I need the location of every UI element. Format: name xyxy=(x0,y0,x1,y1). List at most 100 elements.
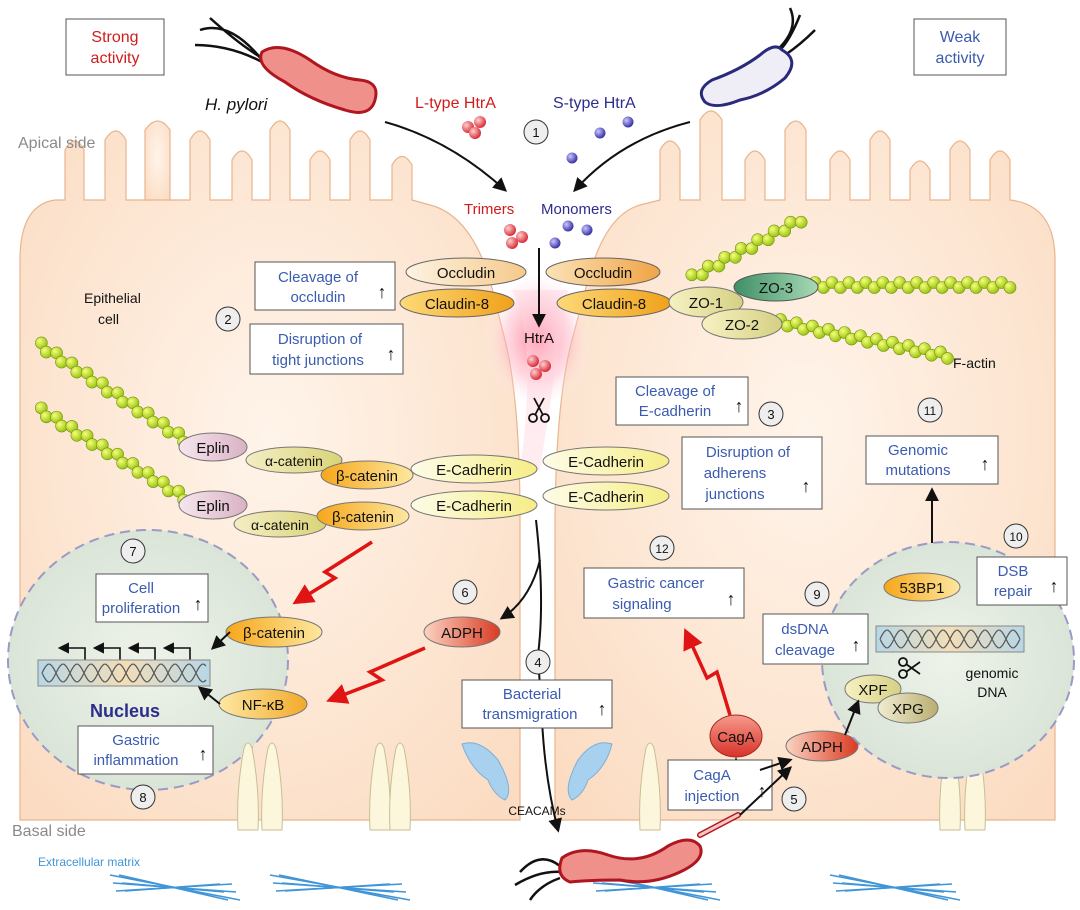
svg-text:53BP1: 53BP1 xyxy=(899,580,944,597)
svg-text:↑: ↑ xyxy=(194,594,203,614)
arrow-nfkb-to-dna xyxy=(197,686,221,705)
occludin-right: Occludin xyxy=(545,257,661,287)
arrow-adph-to-xpf xyxy=(844,699,861,736)
53bp1: 53BP1 xyxy=(883,572,961,602)
nucleus-label: Nucleus xyxy=(90,701,160,721)
beta-catenin-lower: β-catenin xyxy=(316,501,410,531)
genomic-mutations-box: Genomic mutations ↑ xyxy=(865,435,999,485)
svg-text:E-Cadherin: E-Cadherin xyxy=(568,454,644,471)
svg-text:3: 3 xyxy=(767,407,774,422)
eplin-lower: Eplin xyxy=(178,490,248,520)
h-pylori-strong-bacterium xyxy=(194,17,378,114)
svg-text:Bacterial: Bacterial xyxy=(503,686,561,703)
monomer-cluster xyxy=(549,220,593,249)
left-dna-strand xyxy=(37,659,211,687)
arrow-strong-to-trimers xyxy=(384,121,508,192)
s-type-htra-label: S-type HtrA xyxy=(553,95,636,112)
htra-trimer-channel xyxy=(527,355,551,380)
strong-label-2: activity xyxy=(91,50,140,67)
adph-right: ADPH xyxy=(785,730,859,762)
caga-injection-box: CagA injection ↑ xyxy=(667,759,773,811)
svg-text:ZO-3: ZO-3 xyxy=(759,280,793,297)
svg-text:6: 6 xyxy=(461,585,468,600)
svg-text:cleavage: cleavage xyxy=(775,642,835,659)
e-cadherin-upper-left: E-Cadherin xyxy=(410,454,538,484)
svg-text:Cleavage of: Cleavage of xyxy=(635,383,716,400)
svg-text:α-catenin: α-catenin xyxy=(251,517,309,533)
svg-text:1: 1 xyxy=(532,125,539,140)
svg-text:α-catenin: α-catenin xyxy=(265,453,323,469)
svg-text:ZO-2: ZO-2 xyxy=(725,317,759,334)
svg-text:Disruption of: Disruption of xyxy=(278,331,363,348)
svg-text:transmigration: transmigration xyxy=(482,706,577,723)
l-type-htra-label: L-type HtrA xyxy=(415,95,496,112)
svg-text:XPF: XPF xyxy=(858,682,887,699)
svg-text:signaling: signaling xyxy=(612,596,671,613)
svg-text:10: 10 xyxy=(1009,530,1023,544)
svg-text:β-catenin: β-catenin xyxy=(243,625,305,642)
basal-side-label: Basal side xyxy=(12,823,86,840)
step-1-badge: 1 xyxy=(523,119,549,145)
e-cadherin-lower-right: E-Cadherin xyxy=(542,481,670,511)
f-actin-label: F-actin xyxy=(953,355,996,371)
microvilli-left xyxy=(144,120,171,201)
step-3-badge: 3 xyxy=(758,401,784,427)
svg-text:Occludin: Occludin xyxy=(437,265,495,282)
step-2-badge: 2 xyxy=(215,306,241,332)
monomers-label: Monomers xyxy=(541,201,612,218)
cleavage-of-occludin-box: Cleavage of occludin ↑ xyxy=(254,261,396,311)
lightning-bolt-nfkb xyxy=(326,646,426,704)
dsb-repair-box: DSB repair ↑ xyxy=(976,556,1068,606)
epithelial-label-1: Epithelial xyxy=(84,290,141,306)
svg-text:↑: ↑ xyxy=(981,454,990,474)
apical-side-label: Apical side xyxy=(18,135,95,152)
disruption-tight-junctions-box: Disruption of tight junctions ↑ xyxy=(249,323,404,375)
zo-2: ZO-2 xyxy=(701,308,783,340)
beta-catenin-nuclear: β-catenin xyxy=(225,616,323,648)
step-10-badge: 10 xyxy=(1003,523,1029,549)
strong-activity-box: Strong activity xyxy=(65,18,165,76)
svg-text:repair: repair xyxy=(994,583,1032,600)
ceacams-label: CEACAMs xyxy=(508,804,565,818)
h-pylori-transmigrated-bacterium xyxy=(514,812,741,901)
scissors-dna-icon xyxy=(898,657,921,679)
svg-text:↑: ↑ xyxy=(727,589,736,609)
zo-3: ZO-3 xyxy=(733,272,819,302)
adph-left: ADPH xyxy=(423,616,501,648)
step-8-badge: 8 xyxy=(130,784,156,810)
h-pylori-weak-bacterium xyxy=(699,7,816,107)
arrow-to-adph-left xyxy=(499,559,541,620)
dsdna-cleavage-box: dsDNA cleavage ↑ xyxy=(762,613,869,665)
arrow-bacterium-to-adph xyxy=(739,766,793,816)
svg-text:proliferation: proliferation xyxy=(102,600,180,617)
svg-text:Eplin: Eplin xyxy=(196,498,229,515)
svg-text:dsDNA: dsDNA xyxy=(781,621,829,638)
l-type-htra-trimer xyxy=(462,116,486,139)
svg-text:↑: ↑ xyxy=(1050,576,1059,596)
svg-text:CagA: CagA xyxy=(693,767,731,784)
e-cadherin-lower-left: E-Cadherin xyxy=(410,490,538,520)
trimer-cluster xyxy=(504,224,528,249)
svg-text:Gastric cancer: Gastric cancer xyxy=(608,575,705,592)
cleavage-of-ecadherin-box: Cleavage of E-cadherin ↑ xyxy=(615,376,749,426)
svg-text:↑: ↑ xyxy=(387,344,396,364)
e-cadherin-upper-right: E-Cadherin xyxy=(542,446,670,476)
svg-text:DSB: DSB xyxy=(998,563,1029,580)
svg-text:ADPH: ADPH xyxy=(441,625,483,642)
s-type-htra-monomers xyxy=(566,116,634,164)
bacterial-transmigration-box: Bacterial transmigration ↑ xyxy=(461,679,613,729)
svg-text:E-Cadherin: E-Cadherin xyxy=(436,498,512,515)
step-5-badge: 5 xyxy=(781,786,807,812)
strong-label-1: Strong xyxy=(91,29,138,46)
ceacam-right xyxy=(567,742,613,801)
step-4-badge: 4 xyxy=(525,649,551,675)
xpg: XPG xyxy=(877,692,939,724)
svg-text:tight junctions: tight junctions xyxy=(272,352,364,369)
caga: CagA xyxy=(709,714,763,758)
svg-text:↑: ↑ xyxy=(378,282,387,302)
svg-text:↑: ↑ xyxy=(735,396,744,416)
svg-text:E-Cadherin: E-Cadherin xyxy=(568,489,644,506)
svg-text:Cell: Cell xyxy=(128,580,154,597)
lightning-bolt-bcatenin xyxy=(292,540,373,605)
